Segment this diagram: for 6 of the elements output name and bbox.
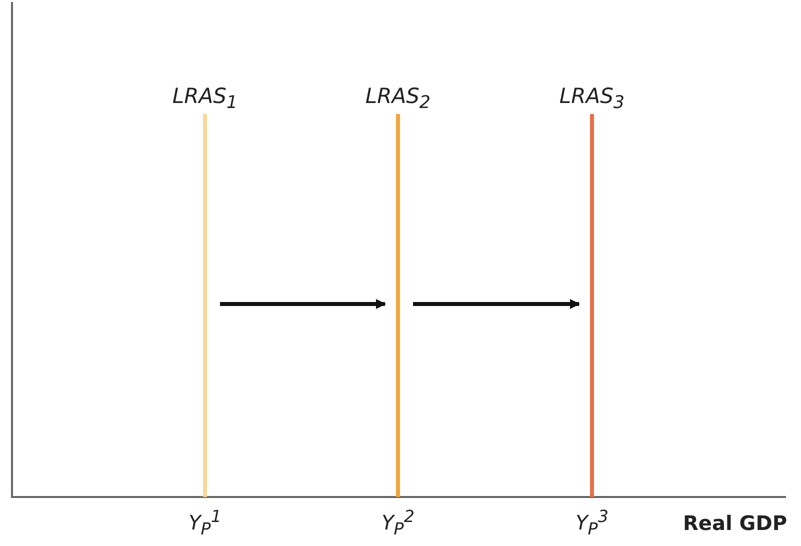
curve-label: LRAS$_{1}$: [172, 84, 238, 116]
arrow: [220, 299, 386, 309]
arrow: [413, 299, 580, 309]
curve-label: LRAS$_{2}$: [365, 84, 431, 116]
curve-label: LRAS$_{3}$: [559, 84, 625, 116]
axis-label: Real GDP: [683, 512, 787, 534]
